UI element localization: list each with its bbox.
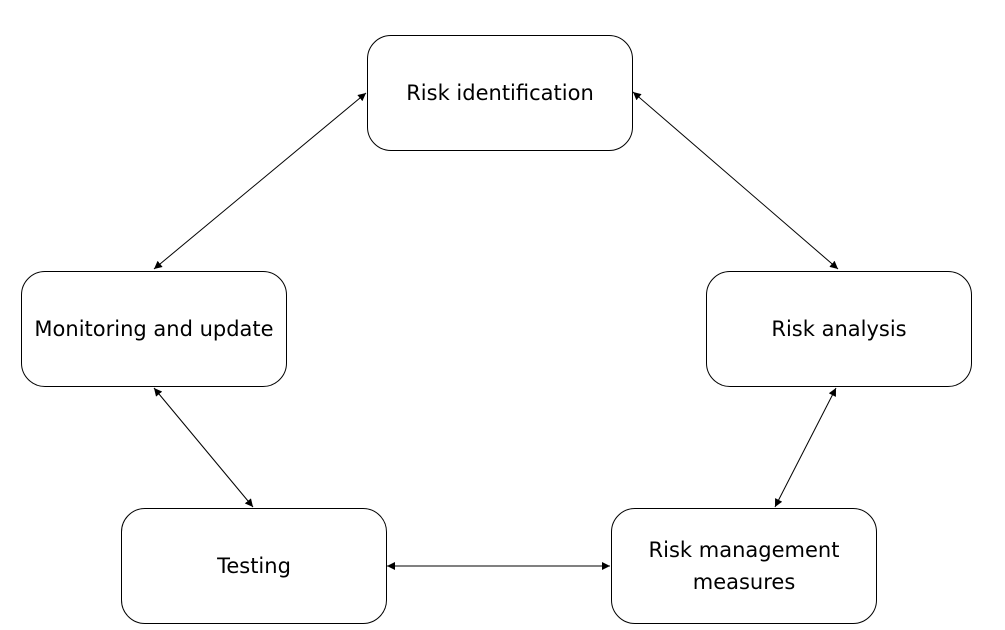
monitoring-and-update-label: Monitoring and update	[34, 317, 274, 341]
edge-analysis-measures	[774, 387, 837, 508]
risk-analysis-label: Risk analysis	[771, 317, 907, 341]
monitoring-and-update-node: Monitoring and update	[21, 271, 287, 387]
risk-analysis-node: Risk analysis	[706, 271, 972, 387]
risk-management-measures-node: Risk management measures	[611, 508, 877, 624]
edge-testing-monitoring	[153, 387, 254, 508]
testing-node: Testing	[121, 508, 387, 624]
risk-management-measures-label: Risk management measures	[648, 538, 840, 594]
risk-identification-label: Risk identification	[406, 81, 594, 105]
edge-monitoring-identification	[153, 92, 367, 270]
testing-label: Testing	[217, 554, 291, 578]
edge-identification-analysis	[632, 91, 839, 270]
risk-identification-node: Risk identification	[367, 35, 633, 151]
